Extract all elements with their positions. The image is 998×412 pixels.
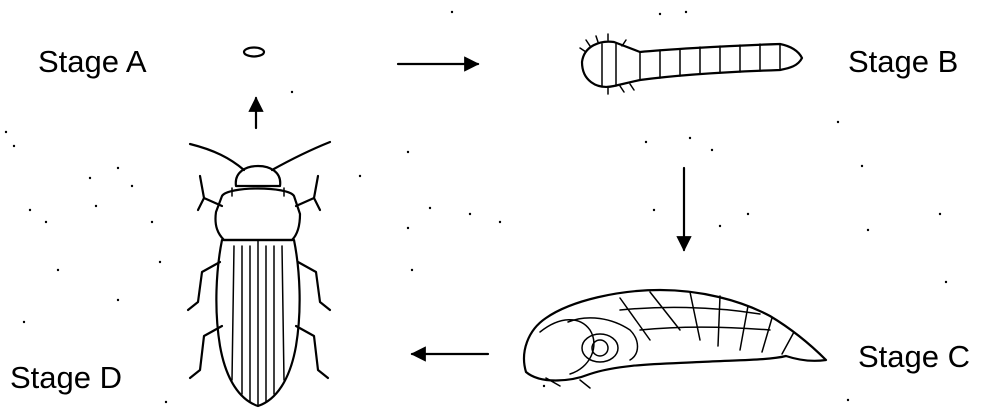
- pupa-icon: [524, 290, 826, 388]
- egg-icon: [244, 48, 264, 57]
- beetle-icon: [188, 142, 330, 406]
- larva-icon: [580, 34, 802, 94]
- background-speckles: [5, 11, 947, 403]
